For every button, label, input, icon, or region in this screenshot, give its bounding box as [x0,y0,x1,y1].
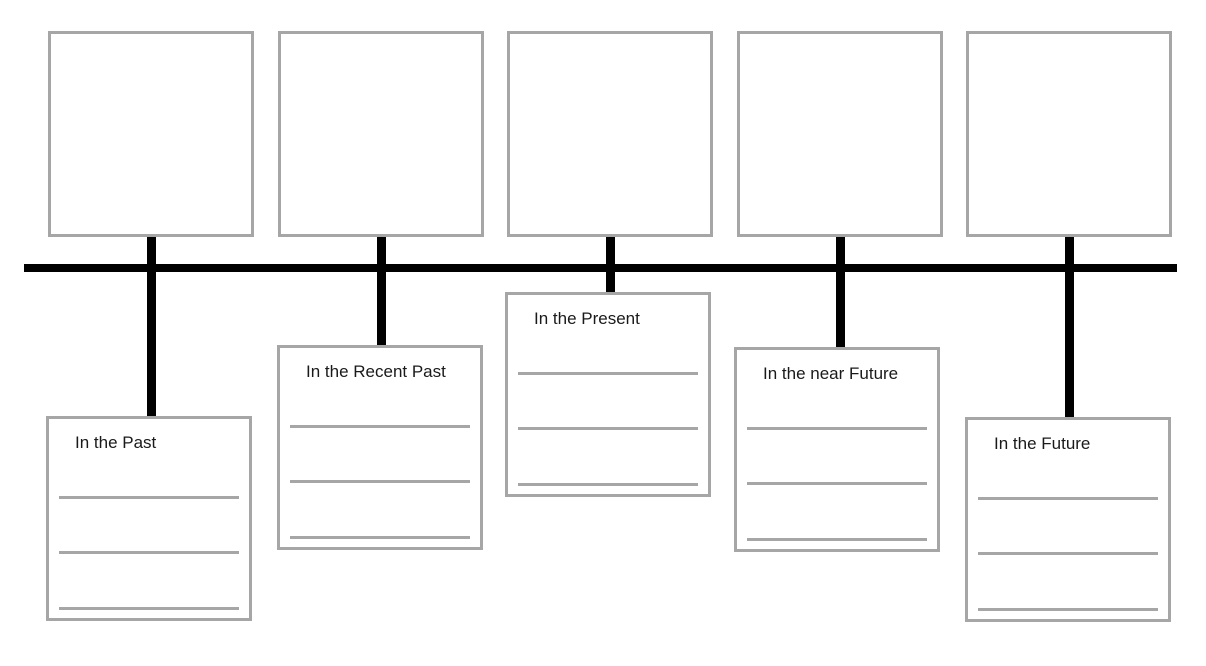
write-line [747,482,927,485]
top-picture-box-4 [737,31,943,237]
write-line [290,480,470,483]
label-box-past: In the Past [46,416,252,621]
write-line [59,551,239,554]
label-box-near-future: In the near Future [734,347,940,552]
top-picture-box-2 [278,31,484,237]
write-line [518,372,698,375]
write-line [518,427,698,430]
write-line [978,552,1158,555]
write-line [747,427,927,430]
write-line [290,536,470,539]
label-box-present: In the Present [505,292,711,497]
box-label-near-future: In the near Future [763,364,899,383]
top-picture-box-5 [966,31,1172,237]
timeline-axis-line [24,264,1177,272]
connector-line-past [147,237,156,416]
write-line [518,483,698,486]
box-label-future: In the Future [994,434,1091,453]
connector-line-near-future [836,237,845,347]
write-line [978,497,1158,500]
connector-line-future [1065,237,1074,417]
write-line [978,608,1158,611]
box-label-recent-past: In the Recent Past [306,362,446,381]
write-line [59,607,239,610]
label-box-recent-past: In the Recent Past [277,345,483,550]
write-line [290,425,470,428]
top-picture-box-3 [507,31,713,237]
connector-line-present [606,237,615,292]
write-line [59,496,239,499]
top-picture-box-1 [48,31,254,237]
connector-line-recent-past [377,237,386,345]
write-line [747,538,927,541]
box-label-past: In the Past [75,433,157,452]
box-label-present: In the Present [534,309,640,328]
label-box-future: In the Future [965,417,1171,622]
